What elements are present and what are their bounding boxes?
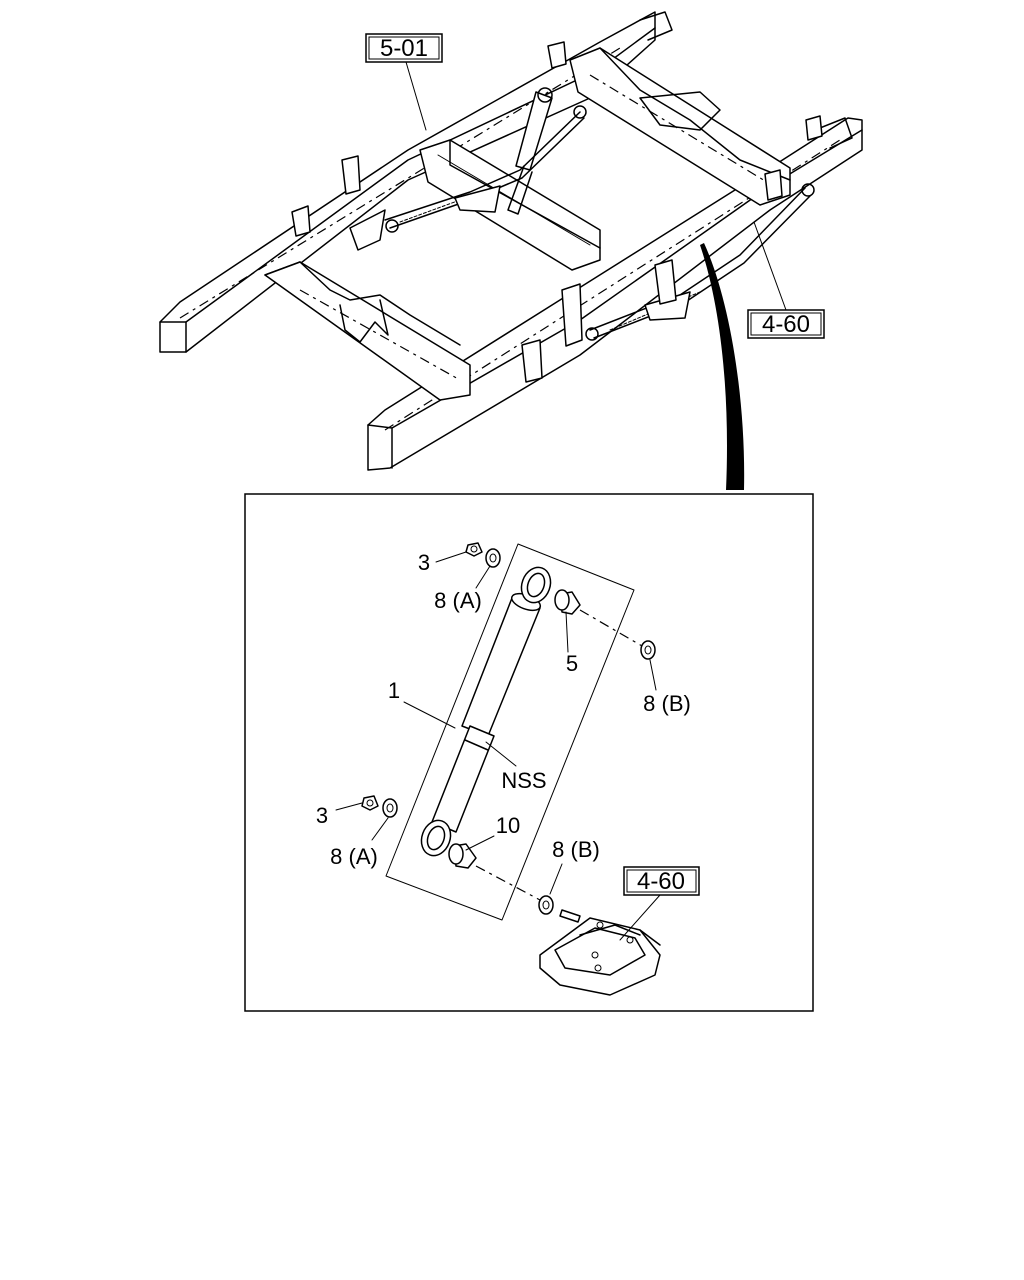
leader-nut-top — [435, 551, 467, 563]
detail-frame — [244, 493, 814, 1012]
spring-reference-upper-leader — [753, 221, 787, 311]
callout-washer-bottom-a: 8 (A) — [330, 844, 378, 869]
washer-top-a[interactable] — [485, 548, 501, 568]
spring-reference-lower[interactable]: 4-60 — [623, 866, 700, 896]
right-frame-rail — [367, 117, 863, 471]
leader-washer-bottom-a — [371, 817, 389, 841]
callout-shock-absorber: 1 — [388, 678, 400, 703]
spring-reference-lower-label: 4-60 — [637, 868, 685, 895]
spring-reference-lower-leader — [619, 894, 661, 941]
spring-reference-upper[interactable]: 4-60 — [747, 309, 825, 339]
leader-bushing-top — [565, 611, 569, 653]
callout-bushing-bottom: 10 — [496, 813, 520, 838]
frame-reference-label: 5-01 — [380, 35, 428, 62]
frame-reference[interactable]: 5-01 — [365, 33, 443, 63]
bushing-top[interactable] — [554, 589, 581, 615]
top-axis-line — [579, 609, 643, 647]
detail-pointer — [700, 243, 745, 490]
callout-washer-top-a: 8 (A) — [434, 588, 482, 613]
leader-washer-top-b — [649, 659, 657, 691]
spring-reference-upper-label: 4-60 — [762, 311, 810, 338]
spring-seat-bracket[interactable] — [539, 909, 661, 996]
leader-nut-bottom — [335, 802, 363, 811]
bushing-bottom[interactable] — [448, 843, 477, 869]
callout-washer-bottom-b: 8 (B) — [552, 837, 600, 862]
frame-brackets — [291, 41, 823, 383]
shock-absorber[interactable] — [417, 563, 556, 859]
front-cross-member — [264, 261, 471, 401]
callout-washer-top-b: 8 (B) — [643, 691, 691, 716]
leader-bushing-bottom — [465, 835, 495, 851]
rear-cross-member — [569, 47, 791, 206]
callout-nss: NSS — [501, 768, 546, 793]
washer-bottom-b[interactable] — [538, 895, 554, 915]
leader-shock-absorber — [403, 701, 456, 729]
nut-bottom[interactable] — [361, 795, 379, 811]
nss-assembly-outline — [385, 543, 635, 921]
bottom-axis-line — [475, 865, 541, 901]
frame-reference-leader — [405, 61, 427, 131]
callout-bushing-top: 5 — [566, 651, 578, 676]
callout-nut-bottom: 3 — [316, 803, 328, 828]
left-leaf-spring — [384, 105, 587, 233]
nut-top[interactable] — [465, 542, 483, 557]
washer-bottom-a[interactable] — [382, 798, 398, 818]
leader-nss — [485, 741, 517, 767]
leader-washer-bottom-b — [549, 863, 563, 895]
chassis-frame-illustration — [159, 11, 863, 471]
washer-top-b[interactable] — [640, 640, 656, 660]
callout-nut-top: 3 — [418, 550, 430, 575]
leader-washer-top-a — [475, 565, 491, 589]
